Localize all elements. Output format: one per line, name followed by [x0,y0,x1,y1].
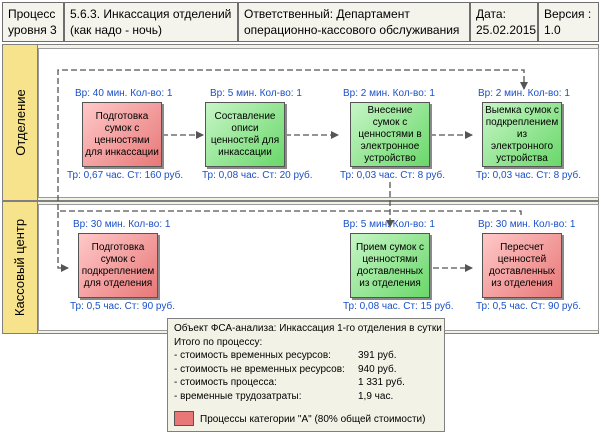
process-box-withdraw-bags[interactable]: Выемка сумок с подкреплением из электрон… [482,102,562,167]
process-time-meta: Вр: 2 мин. Кол-во: 1 [343,88,435,99]
summary-row: - стоимость не временных ресурсов:940 ру… [174,363,397,375]
lane-label-cash-center: Кассовый центр [2,201,38,334]
process-box-prepare-bags[interactable]: Подготовка сумок с ценностями для инкасс… [82,102,162,167]
process-cost-meta: Тр: 0,67 час. Ст: 160 руб. [67,170,184,181]
process-title-cell: 5.6.3. Инкассация отделений (как надо - … [64,2,238,42]
process-cost-meta: Тр: 0,08 час. Ст: 15 руб. [343,301,454,312]
lane-label-branch: Отделение [2,44,38,201]
summary-row: - стоимость процесса:1 331 руб. [174,377,405,388]
process-box-compose-inventory[interactable]: Составление описи ценностей для инкассац… [205,102,285,167]
process-box-deposit-bags[interactable]: Внесение сумок с ценностями в электронно… [350,102,430,167]
summary-panel: Объект ФСА-анализа: Инкассация 1-го отде… [167,318,445,432]
process-time-meta: Вр: 2 мин. Кол-во: 1 [478,88,570,99]
process-box-prepare-reinforcement[interactable]: Подготовка сумок с подкреплением для отд… [78,233,158,298]
process-box-recount-values[interactable]: Пересчет ценностей доставленных из отдел… [482,233,562,298]
summary-title: Объект ФСА-анализа: Инкассация 1-го отде… [174,323,442,334]
version-cell: Версия : 1.0 [538,2,599,42]
process-time-meta: Вр: 5 мин. Кол-во: 1 [210,88,302,99]
legend-text: Процессы категории "А" (80% общей стоимо… [200,414,426,425]
process-cost-meta: Тр: 0,5 час. Ст: 90 руб. [476,301,581,312]
process-time-meta: Вр: 5 мин. Кол-во: 1 [343,219,435,230]
process-cost-meta: Тр: 0,08 час. Ст: 20 руб. [202,170,313,181]
process-cost-meta: Тр: 0,03 час. Ст: 8 руб. [340,170,445,181]
summary-subtitle: Итого по процессу: [174,336,263,348]
process-time-meta: Вр: 30 мин. Кол-во: 1 [73,219,171,230]
process-time-meta: Вр: 30 мин. Кол-во: 1 [478,219,576,230]
process-level-cell: Процесс уровня 3 [2,2,64,42]
process-cost-meta: Тр: 0,5 час. Ст: 90 руб. [70,301,175,312]
process-box-receive-bags[interactable]: Прием сумок с ценностями доставленных из… [350,233,430,298]
process-time-meta: Вр: 40 мин. Кол-во: 1 [75,88,173,99]
process-cost-meta: Тр: 0,03 час. Ст: 8 руб. [476,170,581,181]
summary-row: - стоимость временных ресурсов:391 руб. [174,350,397,361]
summary-row: - временные трудозатраты:1,9 час. [174,390,394,402]
date-cell: Дата: 25.02.2015 [470,2,538,42]
legend-swatch [174,411,194,426]
responsible-cell: Ответственный: Департамент операционно-к… [238,2,470,42]
